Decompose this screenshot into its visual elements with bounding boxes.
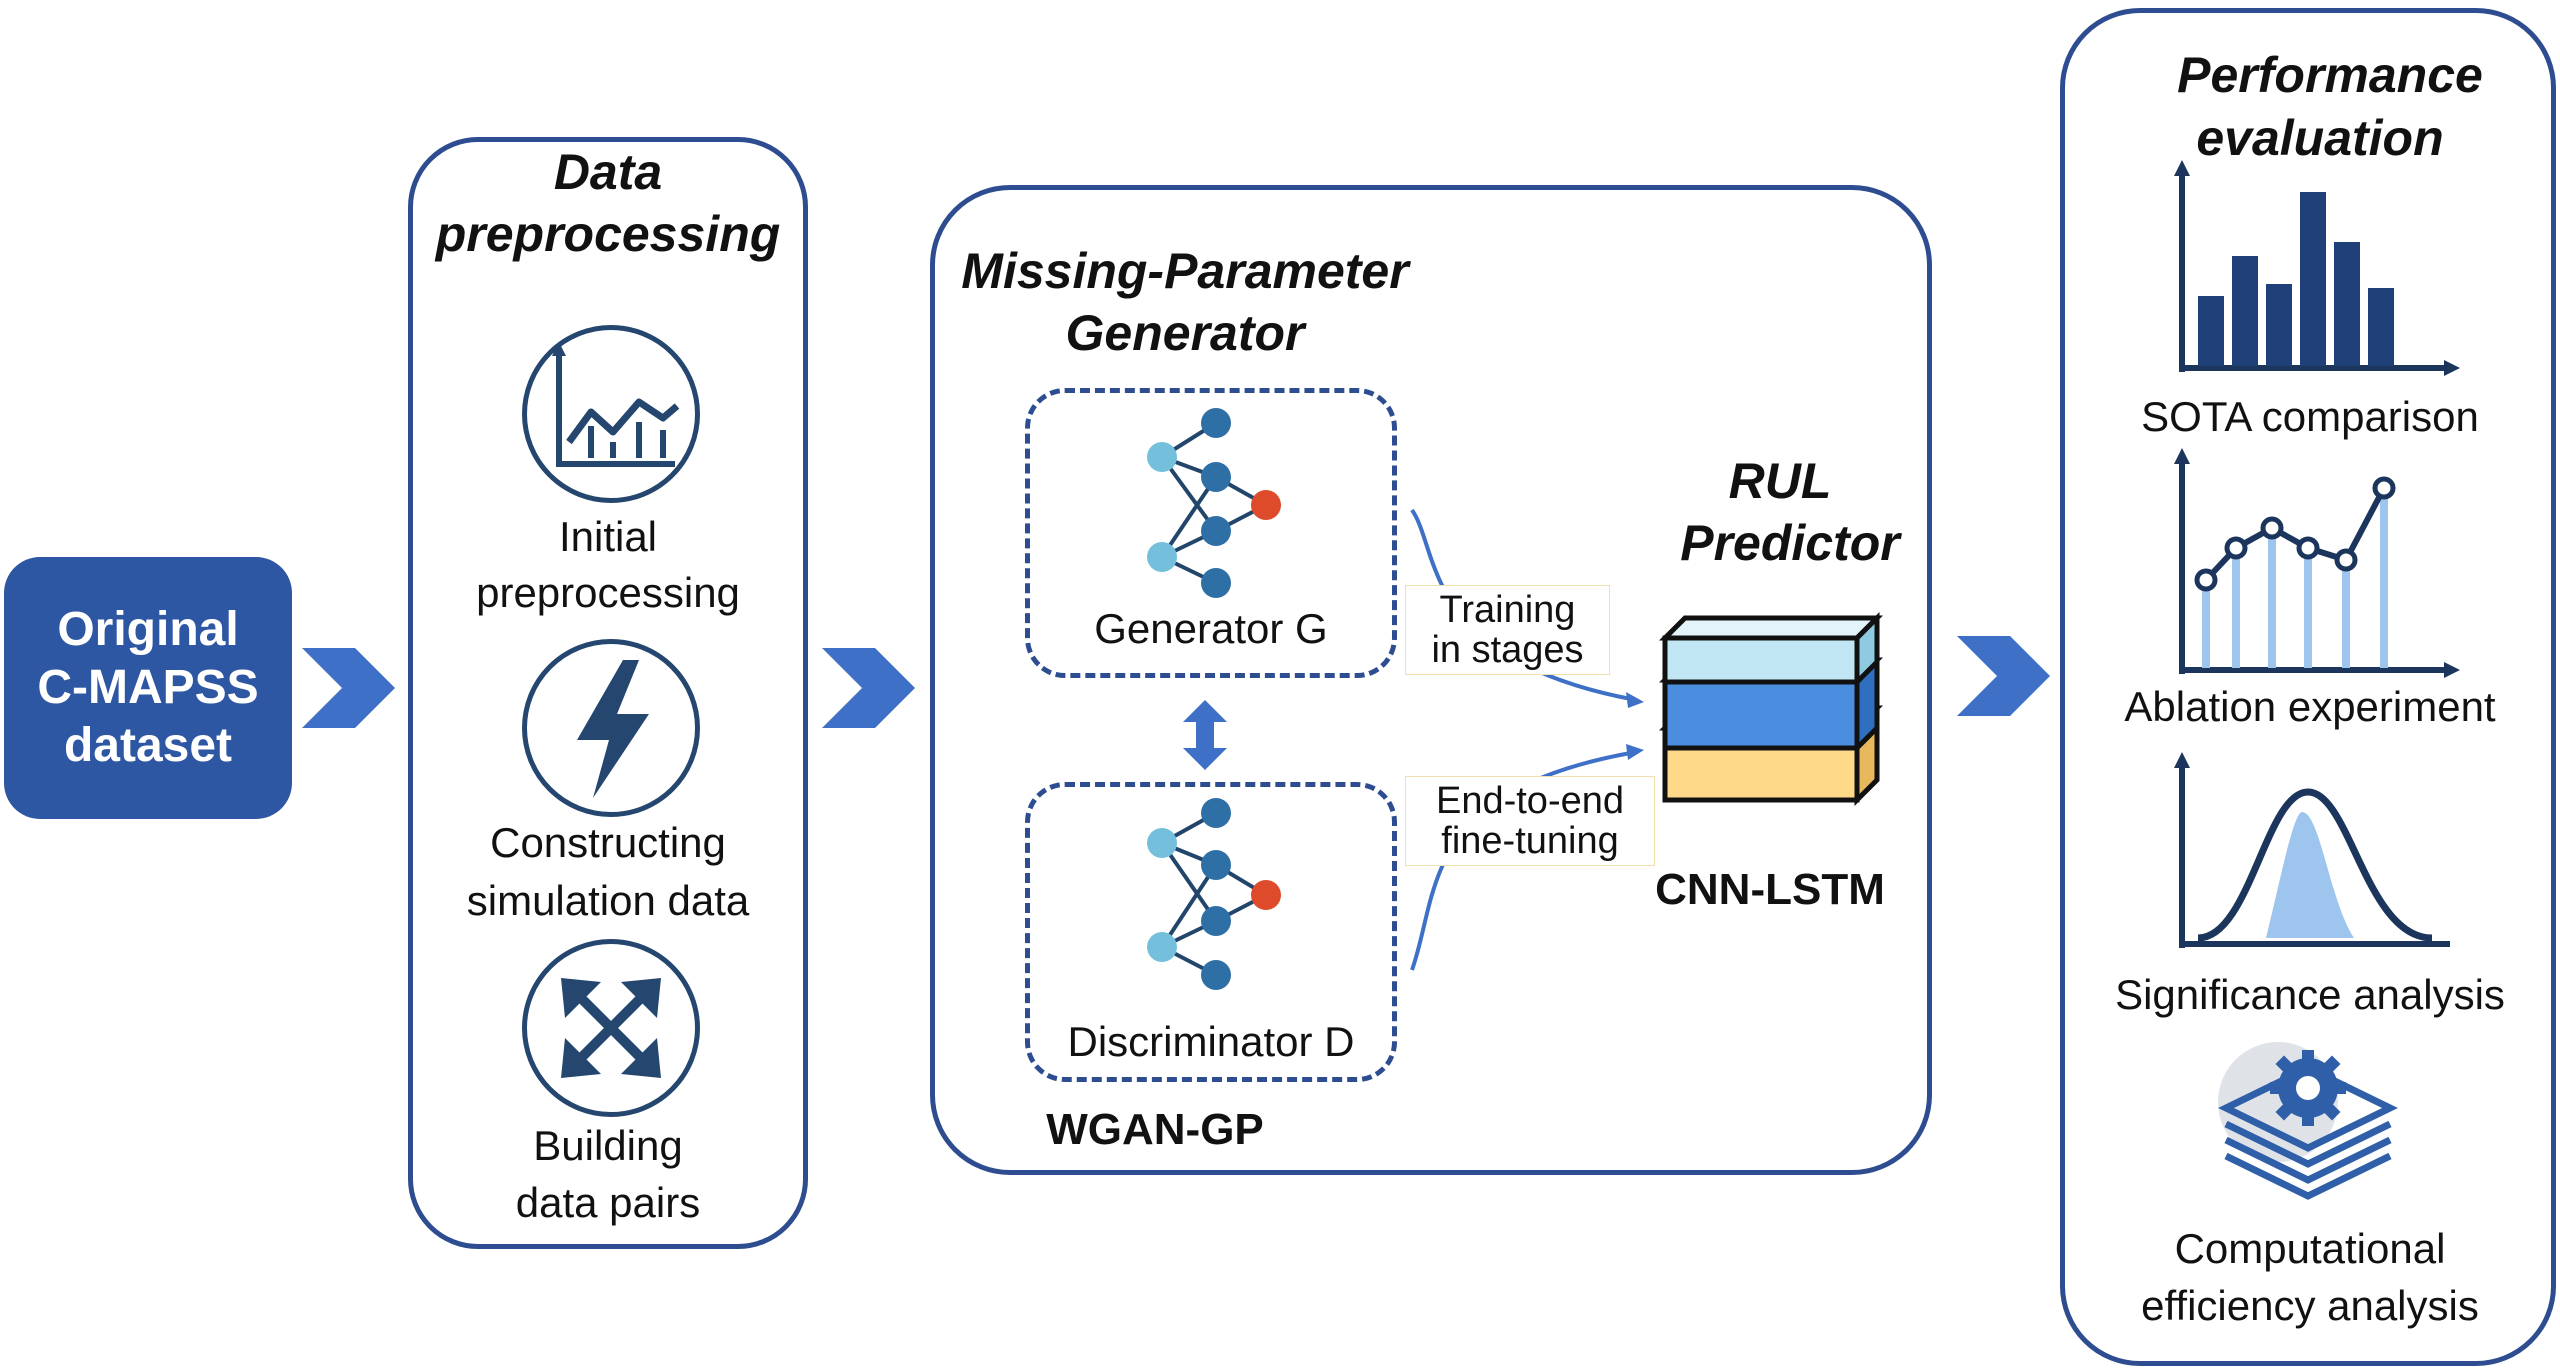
- connector-arrows: [1410, 508, 1644, 971]
- predictor-title-line2: Predictor: [1680, 515, 1900, 571]
- sota-label: SOTA comparison: [2141, 393, 2479, 440]
- finetune-note: End-to-end fine-tuning: [1405, 776, 1655, 866]
- preprocessing-panel: Data preprocessing Initial preprocessing…: [408, 137, 808, 1249]
- generator-panel-title-line1: Missing-Parameter: [961, 243, 1409, 299]
- cnn-lstm-label: CNN-LSTM: [1655, 865, 1885, 914]
- source-label-line1: Original: [57, 603, 239, 656]
- bell-curve-icon: [2174, 752, 2450, 948]
- chevron-right-icon: [822, 648, 915, 728]
- neural-network-icon: [1147, 798, 1281, 990]
- training-stages-note: Training in stages: [1405, 585, 1610, 675]
- evaluation-title-line1: Performance: [2177, 47, 2483, 103]
- efficiency-label-line1: Computational: [2174, 1225, 2446, 1272]
- step-pairs-line1: Building: [533, 1122, 683, 1169]
- step-pairs-line2: data pairs: [515, 1179, 701, 1226]
- step-initial-line2: preprocessing: [476, 569, 740, 616]
- finetune-line1: End-to-end: [1435, 780, 1624, 822]
- step-simulation-line2: simulation data: [466, 877, 750, 924]
- neural-network-icon: [1147, 408, 1281, 598]
- predictor-title-line1: RUL: [1728, 453, 1832, 509]
- bar-chart-icon: [2174, 160, 2460, 376]
- evaluation-title-line2: evaluation: [2196, 110, 2444, 166]
- ablation-label: Ablation experiment: [2124, 683, 2496, 730]
- source-label-line2: C-MAPSS: [37, 661, 259, 714]
- significance-label: Significance analysis: [2115, 971, 2505, 1018]
- line-plot-icon: [2174, 448, 2460, 678]
- step-simulation-line1: Constructing: [490, 819, 726, 866]
- generator-panel-title-line2: Generator: [1065, 305, 1305, 361]
- training-line2: in stages: [1431, 629, 1584, 671]
- chevron-right-icon: [302, 648, 395, 728]
- discriminator-label: Discriminator D: [1067, 1018, 1355, 1065]
- gear-layers-icon: [2218, 1042, 2398, 1200]
- chevron-right-icon: [1957, 636, 2050, 716]
- cnn-lstm-layers-icon: [1658, 611, 1884, 807]
- lightning-icon: [522, 639, 700, 817]
- wgan-gp-label: WGAN-GP: [1046, 1105, 1264, 1154]
- source-dataset-box: Original C-MAPSS dataset: [4, 557, 292, 819]
- efficiency-label-line2: efficiency analysis: [2141, 1282, 2479, 1329]
- step-initial-line1: Initial: [558, 513, 658, 560]
- finetune-line2: fine-tuning: [1441, 820, 1619, 862]
- preprocessing-title-line1: Data: [553, 144, 663, 200]
- training-line1: Training: [1439, 589, 1576, 631]
- discriminator-box: [1025, 782, 1397, 1082]
- generator-label: Generator G: [1094, 605, 1328, 652]
- double-arrow-icon: [1183, 700, 1227, 770]
- source-label-line3: dataset: [63, 719, 233, 772]
- line-chart-icon: [522, 325, 700, 503]
- expand-arrows-icon: [522, 939, 700, 1117]
- generator-box: [1025, 388, 1397, 678]
- preprocessing-title-line2: preprocessing: [435, 206, 781, 262]
